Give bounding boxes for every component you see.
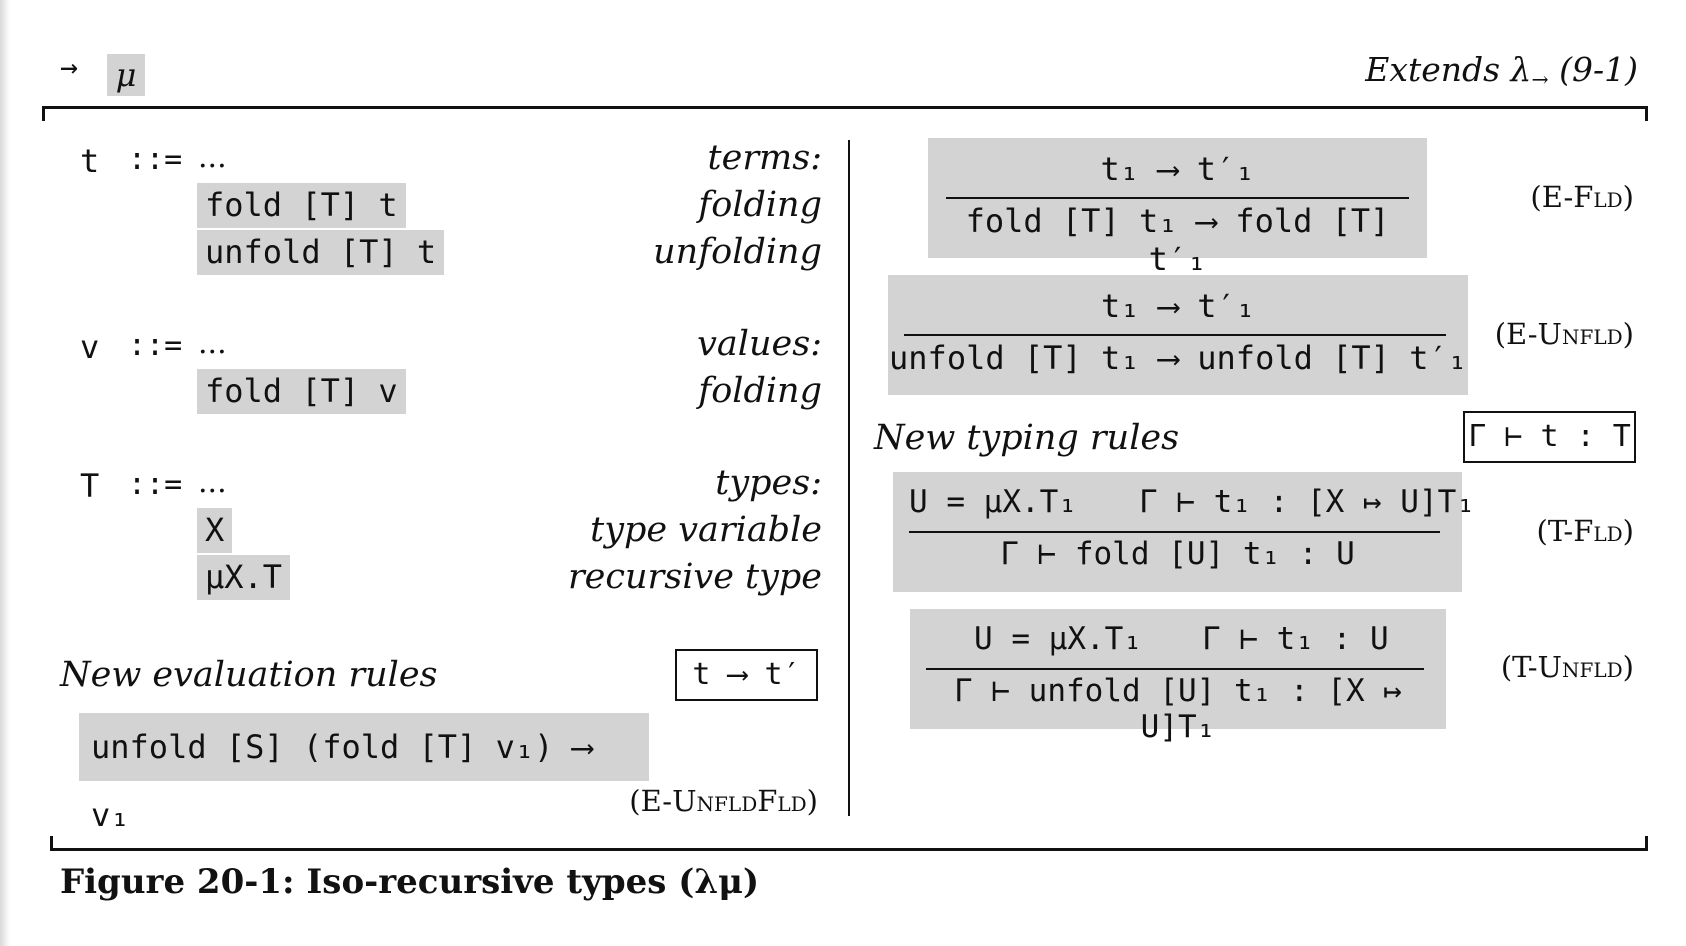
evaluation-judgment-box: t ⟶ t′ [675, 649, 818, 701]
types-def-symbol: ::= [128, 467, 183, 502]
rule-e-unfld-line [904, 334, 1446, 336]
term-production-unfold: unfold [T] t [197, 230, 445, 275]
rule-e-fld-name: (E-Fld) [1530, 180, 1634, 214]
value-production-fold: fold [T] v [197, 369, 406, 414]
type-production-recursive: μX.T [197, 555, 291, 600]
rule-t-unfld-premise-2: Γ ⊢ t₁ : U [1202, 621, 1389, 657]
term-production-fold-desc: folding [698, 185, 822, 225]
rule-e-fld-line [946, 197, 1409, 199]
type-production-variable-desc: type variable [590, 510, 822, 550]
values-def-symbol: ::= [128, 328, 183, 363]
page-edge-shadow [0, 0, 10, 946]
rule-e-fld-premise: t₁ ⟶ t′₁ [1100, 150, 1255, 188]
rule-e-unfld-premise: t₁ ⟶ t′₁ [1100, 287, 1256, 325]
rule-t-fld-premise-1: U = μX.T₁ [909, 484, 1077, 520]
terms-category: terms: [707, 138, 822, 178]
rule-t-fld-conclusion: Γ ⊢ fold [U] t₁ : U [1000, 536, 1355, 572]
rule-t-unfld-name: (T-Unfld) [1500, 650, 1634, 684]
rule-t-unfld-line [926, 668, 1424, 670]
rule-e-unfld-name: (E-Unfld) [1494, 317, 1634, 351]
value-production-fold-desc: folding [698, 371, 822, 411]
rule-t-fld-line [909, 531, 1440, 533]
rule-e-unfldfld-name: (E-UnfldFld) [629, 784, 818, 818]
terms-ellipsis: ... [198, 140, 227, 175]
figure-bottom-bracket [50, 836, 1648, 851]
rule-e-unfld-conclusion: unfold [T] t₁ ⟶ unfold [T] t′₁ [889, 339, 1467, 377]
arrow-symbol: → [60, 50, 79, 85]
figure-top-bracket [42, 106, 1648, 121]
values-metavar: v [80, 328, 100, 366]
column-divider [848, 140, 850, 816]
types-ellipsis: ... [198, 465, 227, 500]
values-category: values: [697, 324, 822, 364]
types-metavar: T [80, 467, 100, 505]
rule-t-unfld: U = μX.T₁ Γ ⊢ t₁ : U Γ ⊢ unfold [U] t₁ :… [910, 609, 1446, 745]
terms-def-symbol: ::= [128, 142, 183, 177]
evaluation-rules-heading: New evaluation rules [60, 655, 438, 695]
rule-t-fld: U = μX.T₁ Γ ⊢ t₁ : [X ↦ U]T₁ Γ ⊢ fold [U… [893, 472, 1475, 592]
rule-e-fld: t₁ ⟶ t′₁ fold [T] t₁ ⟶ fold [T] t′₁ [928, 138, 1427, 278]
rule-t-fld-name: (T-Fld) [1536, 514, 1634, 548]
rule-e-unfld: t₁ ⟶ t′₁ unfold [T] t₁ ⟶ unfold [T] t′₁ [888, 275, 1468, 395]
rule-e-unfldfld: unfold [S] (fold [T] v₁) ⟶ v₁ [79, 713, 649, 834]
extends-note: Extends λ→ (9-1) [1365, 50, 1638, 92]
terms-metavar: t [80, 142, 100, 180]
figure-caption: Figure 20-1: Iso-recursive types (λμ) [60, 862, 760, 902]
mu-feature-label: μ [107, 54, 145, 96]
typing-rules-heading: New typing rules [874, 418, 1180, 458]
typing-judgment-box: Γ ⊢ t : T [1463, 411, 1636, 463]
term-production-fold: fold [T] t [197, 183, 406, 228]
rule-t-fld-premise-2: Γ ⊢ t₁ : [X ↦ U]T₁ [1139, 484, 1475, 520]
type-production-recursive-desc: recursive type [567, 557, 822, 597]
rule-t-unfld-conclusion: Γ ⊢ unfold [U] t₁ : [X ↦ U]T₁ [954, 673, 1402, 745]
values-ellipsis: ... [198, 326, 227, 361]
types-category: types: [715, 463, 822, 503]
type-production-variable: X [197, 508, 233, 553]
rule-e-fld-conclusion: fold [T] t₁ ⟶ fold [T] t′₁ [965, 202, 1390, 278]
term-production-unfold-desc: unfolding [653, 232, 822, 272]
rule-t-unfld-premise-1: U = μX.T₁ [974, 621, 1142, 657]
